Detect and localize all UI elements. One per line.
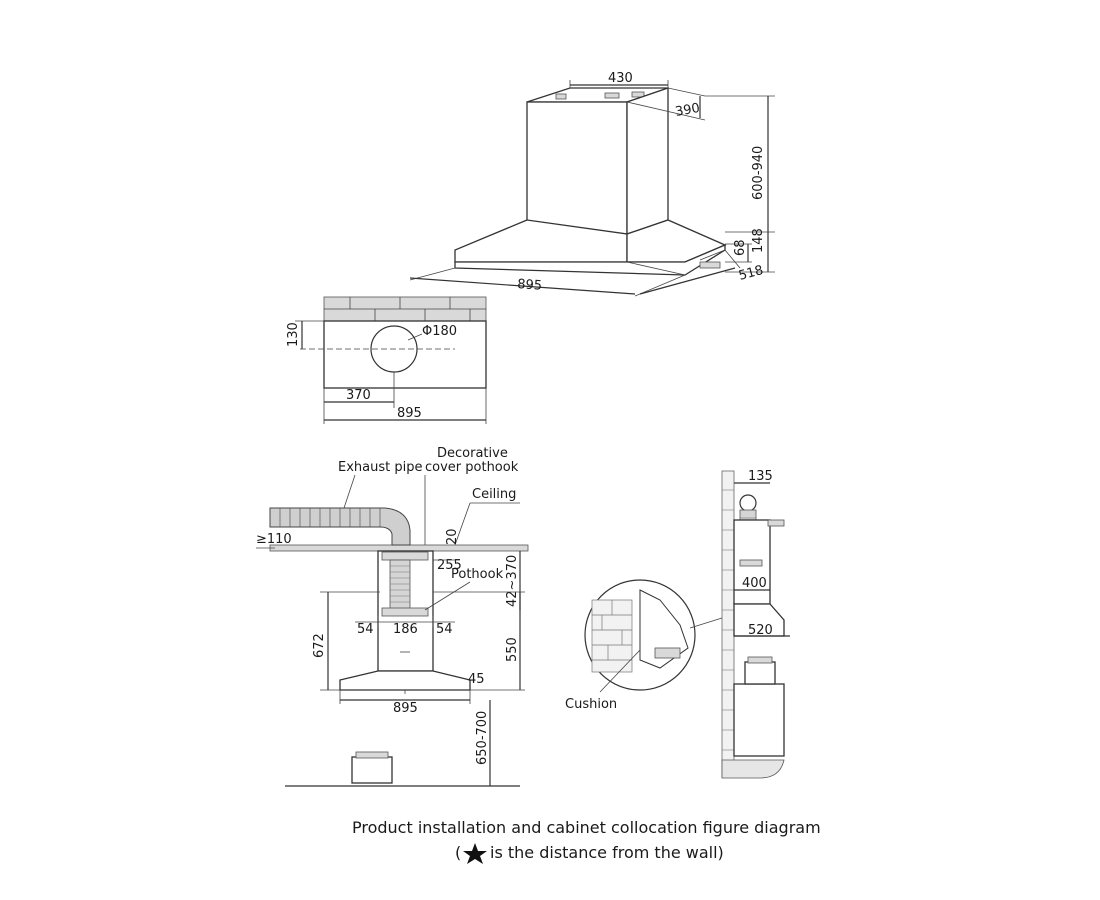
label-cover-pothook: cover pothook (425, 460, 519, 475)
cover-pothook (381, 551, 429, 561)
dim-520: 520 (748, 623, 773, 638)
label-decorative: Decorative (437, 446, 508, 461)
dim-height-chimney: 600-940 (751, 146, 766, 200)
side-pot-lid (747, 656, 773, 664)
side-wall (721, 470, 735, 778)
dim-depth-top: 390 (674, 101, 701, 120)
pot-lid (355, 751, 389, 759)
duct-elbow (739, 494, 757, 512)
side-cabinet (733, 683, 785, 757)
install-front-view: Decorative Exhaust pipe cover pothook Ce… (256, 446, 529, 787)
side-bracket (767, 519, 785, 527)
side-view: 135 400 520 (565, 469, 790, 779)
ceiling-slab (269, 544, 529, 552)
dim-pothook-offset: 255 (437, 558, 462, 573)
caption-open-paren: ( (455, 843, 461, 862)
dim-height-above-stove: 650-700 (475, 711, 490, 765)
label-cushion: Cushion (565, 697, 617, 712)
dim-width-front: 895 (393, 701, 418, 716)
caption-line-1: Product installation and cabinet colloca… (352, 818, 821, 837)
dim-400: 400 (742, 576, 767, 591)
dim-height-body: 148 (751, 228, 766, 253)
dim-width-bottom: 895 (517, 277, 543, 294)
pothook-bracket (381, 607, 429, 617)
dim-total-width: 895 (397, 406, 422, 421)
star-icon (463, 843, 487, 864)
chimney-bracket (631, 91, 645, 98)
side-pot (744, 661, 776, 685)
dim-672: 672 (312, 633, 327, 658)
side-pothook (739, 559, 763, 567)
dim-hole-diameter: Φ180 (422, 324, 457, 339)
chimney-bracket (604, 92, 620, 99)
caption-line-2: is the distance from the wall) (490, 843, 724, 862)
detail-cushion (654, 647, 681, 659)
dim-min-clearance: ≥110 (256, 532, 292, 547)
dim-hole-offset: 370 (346, 388, 371, 403)
label-pothook: Pothook (451, 567, 504, 582)
label-exhaust-pipe: Exhaust pipe (338, 460, 422, 475)
hood-3d-view: 430 390 600-940 148 68 895 518 (409, 71, 775, 297)
hood-light (699, 261, 721, 269)
dim-550: 550 (505, 637, 520, 662)
dim-45: 45 (468, 672, 485, 687)
dim-left-54: 54 (357, 622, 374, 637)
dim-right-54: 54 (436, 622, 453, 637)
label-ceiling: Ceiling (472, 487, 516, 502)
dim-width-top: 430 (608, 71, 633, 86)
dim-range: 42~370 (505, 555, 520, 607)
dim-ceiling-gap: 20 (445, 528, 460, 545)
side-canopy (733, 603, 785, 637)
wall-hole-view: Φ180 130 370 895 (286, 296, 487, 424)
hood-canopy (339, 670, 471, 691)
dim-center-186: 186 (393, 622, 418, 637)
inner-duct (389, 559, 411, 611)
dim-135: 135 (748, 469, 773, 484)
chimney-front (526, 101, 628, 235)
wall-panel (323, 320, 487, 389)
dim-depth-bottom: 518 (737, 263, 765, 284)
dim-hole-height: 130 (286, 322, 301, 347)
caption: Product installation and cabinet colloca… (352, 818, 821, 864)
chimney-bracket (555, 93, 567, 100)
floor-base (721, 759, 785, 779)
dim-height-edge: 68 (733, 239, 748, 256)
cooking-pot (351, 756, 393, 784)
